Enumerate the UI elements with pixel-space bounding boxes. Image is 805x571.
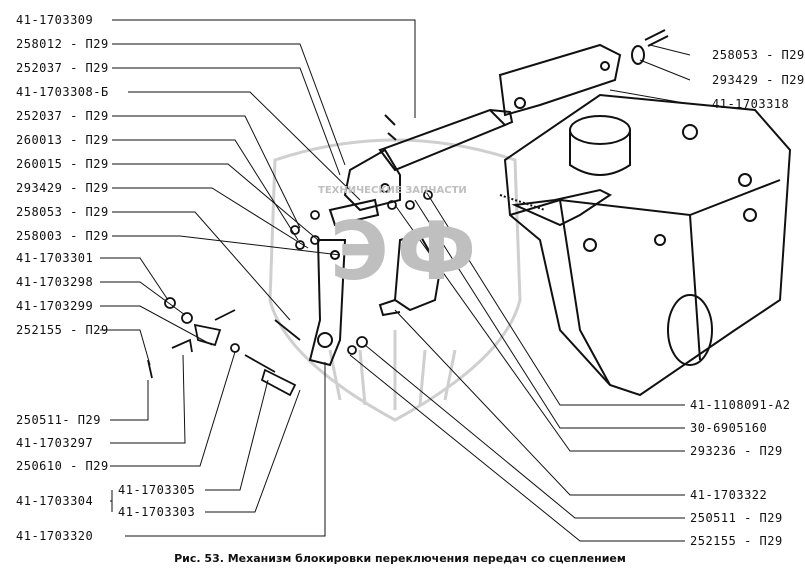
label-part-10: 258003 - П29 <box>16 229 109 243</box>
label-right-bottom-3: 293236 - П29 <box>690 444 783 458</box>
label-bottom-left-1: 250511- П29 <box>16 413 101 427</box>
bracket-part <box>498 29 669 117</box>
label-right-bottom-1: 41-1108091-А2 <box>690 398 791 412</box>
label-part-3: 252037 - П29 <box>16 61 109 75</box>
label-part-12: 41-1703298 <box>16 275 94 289</box>
label-part-4: 41-1703308-Б <box>16 85 109 99</box>
label-right-bottom-4: 41-1703322 <box>690 488 768 502</box>
label-part-8: 293429 - П29 <box>16 181 109 195</box>
label-part-6: 260013 - П29 <box>16 133 109 147</box>
label-part-7: 260015 - П29 <box>16 157 109 171</box>
label-part-11: 41-1703301 <box>16 251 94 265</box>
label-right-bottom-5: 250511 - П29 <box>690 511 783 525</box>
label-bottom-left-3: 250610 - П29 <box>16 459 109 473</box>
label-bottom-left-2: 41-1703297 <box>16 436 94 450</box>
figure-caption: Рис. 53. Механизм блокировки переключени… <box>174 552 626 565</box>
label-right-bottom-6: 252155 - П29 <box>690 534 783 548</box>
label-part-14: 252155 - П29 <box>16 323 109 337</box>
small-parts <box>147 190 433 397</box>
label-part-2: 258012 - П29 <box>16 37 109 51</box>
label-part-5: 252037 - П29 <box>16 109 109 123</box>
label-last-left: 41-1703320 <box>16 529 94 543</box>
shaft-part <box>328 108 514 227</box>
gearbox-housing <box>503 93 792 397</box>
label-part-13: 41-1703299 <box>16 299 94 313</box>
watermark-logo: ЭФ <box>330 205 485 298</box>
lever-parts <box>308 188 612 367</box>
watermark-line: ТЕХНИЧЕСКИЕ ЗАПЧАСТИ <box>318 185 467 196</box>
label-part-1: 41-1703309 <box>16 13 94 27</box>
label-right-bottom-2: 30-6905160 <box>690 421 768 435</box>
label-part-9: 258053 - П29 <box>16 205 109 219</box>
label-group-child-1: 41-1703305 <box>118 483 196 497</box>
label-right-top-3: 41-1703318 <box>712 97 790 111</box>
label-right-top-1: 258053 - П29 <box>712 48 805 62</box>
label-right-top-2: 293429 - П29 <box>712 73 805 87</box>
label-group-parent: 41-1703304 <box>16 494 94 508</box>
leader-lines <box>100 19 691 542</box>
label-group-child-2: 41-1703303 <box>118 505 196 519</box>
